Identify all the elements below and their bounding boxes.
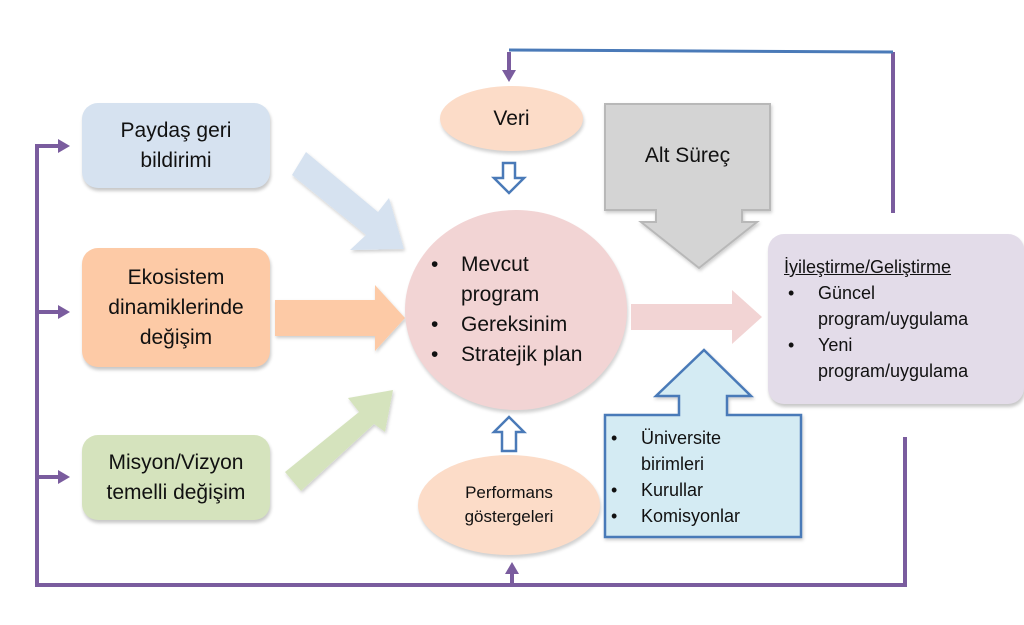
arrowhead-stakeholder: [58, 139, 70, 153]
sub-process-shape: [604, 103, 771, 270]
input-stakeholder-feedback: Paydaş geri bildirimi: [82, 103, 270, 188]
arrowhead-veri: [502, 70, 516, 82]
arrowhead-ecosystem: [58, 305, 70, 319]
units-item: Kurullar: [607, 477, 751, 503]
arrow-performance-to-core: [490, 415, 528, 453]
arrow-core-to-result: [631, 290, 762, 344]
result-item: Yeni program/uygulama: [784, 332, 978, 384]
data-ellipse: Veri: [440, 86, 583, 151]
input-ecosystem-label: Ekosistem dinamiklerinde değişim: [108, 265, 244, 349]
input-mission-label: Misyon/Vizyon temelli değişim: [106, 450, 246, 504]
input-mission-vision: Misyon/Vizyon temelli değişim: [82, 435, 270, 520]
core-circle: Mevcut program Gereksinim Stratejik plan: [405, 210, 627, 410]
units-item: Komisyonlar: [607, 503, 751, 529]
arrow-stakeholder-to-core: [292, 152, 404, 250]
result-item: Güncel program/uygulama: [784, 280, 978, 332]
feedback-line-bottom: [35, 144, 907, 587]
arrowhead-performance: [505, 562, 519, 574]
result-box: İyileştirme/Geliştirme Güncel program/uy…: [768, 234, 1024, 404]
result-title: İyileştirme/Geliştirme: [784, 257, 952, 277]
core-item: Mevcut program: [427, 250, 612, 310]
core-item: Gereksinim: [427, 310, 612, 340]
core-item: Stratejik plan: [427, 340, 612, 370]
arrow-ecosystem-to-core: [275, 285, 405, 351]
result-list: Güncel program/uygulama Yeni program/uyg…: [784, 280, 978, 384]
data-label: Veri: [493, 106, 530, 130]
units-box: Üniversite birimleri Kurullar Komisyonla…: [607, 420, 799, 534]
performance-indicators-ellipse: Performans göstergeleri: [418, 455, 600, 555]
sub-process-label-wrap: Alt Süreç: [605, 136, 770, 176]
input-stakeholder-label: Paydaş geri bildirimi: [120, 118, 232, 172]
arrowhead-mission: [58, 470, 70, 484]
core-list: Mevcut program Gereksinim Stratejik plan: [427, 250, 612, 370]
units-item: Üniversite birimleri: [607, 425, 751, 477]
input-ecosystem-change: Ekosistem dinamiklerinde değişim: [82, 248, 270, 367]
performance-indicators-label: Performans göstergeleri: [464, 483, 554, 526]
top-line: [508, 48, 894, 54]
arrow-mission-to-core: [285, 390, 393, 491]
sub-process-label: Alt Süreç: [644, 144, 731, 167]
units-list: Üniversite birimleri Kurullar Komisyonla…: [607, 425, 751, 529]
arrow-veri-to-core: [490, 161, 528, 195]
feedback-loop: [35, 52, 907, 587]
